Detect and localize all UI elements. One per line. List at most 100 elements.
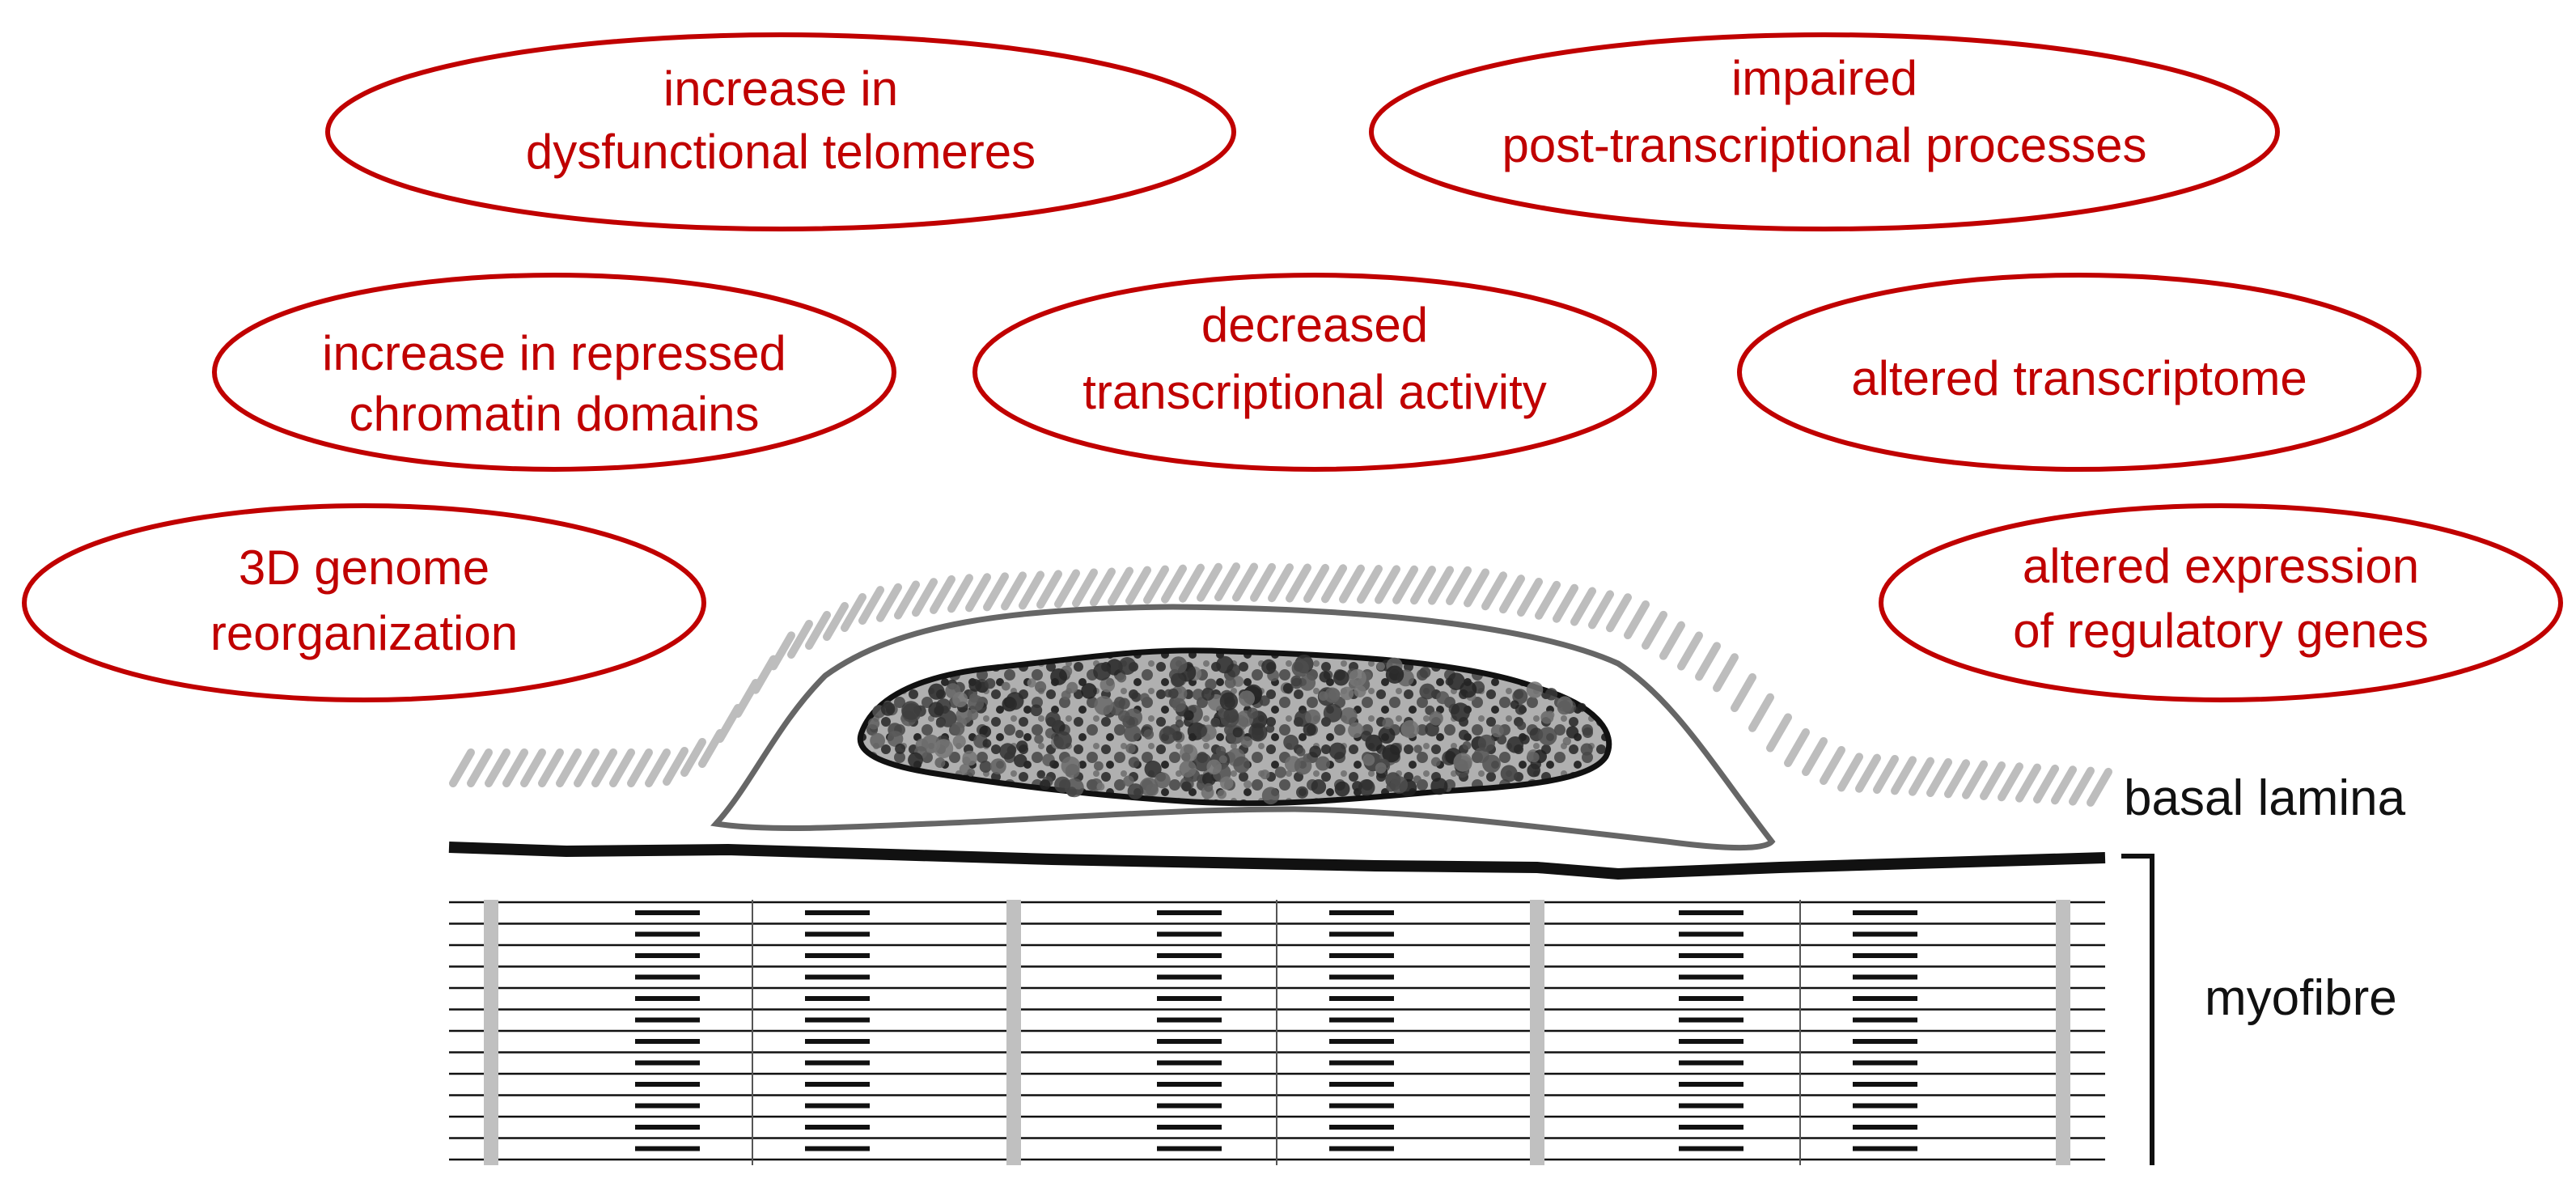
chromatin-dot <box>1580 743 1593 756</box>
chromatin-dot <box>1139 777 1159 796</box>
lamina-hatch <box>1375 565 1400 604</box>
chromatin-dot <box>1204 782 1214 792</box>
chromatin-dot <box>1118 698 1130 710</box>
lamina-hatch <box>1019 570 1044 610</box>
chromatin-dot <box>979 761 992 773</box>
chromatin-dot <box>1526 681 1544 698</box>
chromatin-dot <box>1220 776 1234 790</box>
z-band <box>2056 900 2070 1165</box>
chromatin-dot <box>1340 686 1354 701</box>
chromatin-dot <box>1497 734 1507 745</box>
lamina-hatch <box>1642 610 1667 650</box>
chromatin-dot <box>1510 700 1519 710</box>
chromatin-dot <box>1348 668 1366 687</box>
chromatin-dot <box>901 701 921 720</box>
chromatin-dot <box>1096 782 1105 791</box>
lamina-hatch <box>1321 564 1347 604</box>
lamina-hatch <box>1570 587 1596 626</box>
chromatin-dot <box>1477 734 1495 753</box>
chromatin-dot <box>1562 736 1572 746</box>
oval-text-line: dysfunctional telomeres <box>526 125 1036 179</box>
chromatin-dot <box>1179 760 1197 778</box>
lamina-hatch <box>841 593 866 632</box>
chromatin-dot <box>1035 681 1047 693</box>
chromatin-dot <box>1334 781 1350 797</box>
chromatin-dot <box>1577 702 1587 712</box>
chromatin-dot <box>1223 707 1239 723</box>
lamina-hatch <box>876 583 902 622</box>
chromatin-dot <box>952 691 968 708</box>
chromatin-dot <box>1328 742 1346 760</box>
lamina-hatch <box>1837 753 1863 792</box>
chromatin-dot <box>1015 729 1024 739</box>
chromatin-dot <box>985 678 996 689</box>
chromatin-dot <box>1205 678 1217 690</box>
lamina-hatch <box>947 574 973 613</box>
oval-shape <box>1879 503 2563 702</box>
lamina-hatch <box>1161 564 1187 604</box>
chromatin-dot <box>1382 717 1394 730</box>
chromatin-dot <box>1093 663 1112 681</box>
chromatin-dot <box>934 757 946 768</box>
lamina-hatch <box>1481 571 1507 611</box>
lamina-hatch <box>680 738 706 777</box>
chromatin-dot <box>1118 710 1130 723</box>
lamina-hatch <box>2015 763 2041 803</box>
chromatin-dot <box>1081 683 1097 699</box>
lamina-hatch <box>1108 566 1133 606</box>
chromatin-dot <box>1386 782 1396 792</box>
lamina-hatch <box>2033 764 2059 804</box>
chromatin-dot <box>1378 727 1396 744</box>
chromatin-dot <box>870 732 885 748</box>
chromatin-dot <box>1259 695 1270 706</box>
lamina-hatch <box>1731 673 1756 712</box>
chromatin-dot <box>1436 691 1450 705</box>
chromatin-dot <box>1260 770 1270 780</box>
chromatin-dot <box>1453 753 1472 772</box>
lamina-hatch <box>805 611 831 650</box>
oval-text-line: altered expression <box>2023 539 2419 593</box>
chromatin-dot <box>1375 762 1387 774</box>
chromatin-dot <box>1546 710 1555 719</box>
chromatin-dot <box>1348 722 1364 738</box>
chromatin-dot <box>962 750 977 766</box>
chromatin-dot <box>1328 689 1341 701</box>
chromatin-dot <box>1219 692 1239 710</box>
lamina-hatch <box>1535 580 1561 620</box>
chromatin-dot <box>1362 753 1375 766</box>
chromatin-dot <box>967 709 979 721</box>
chromatin-dot <box>1538 727 1557 746</box>
lamina-hatch <box>1197 562 1222 602</box>
lamina-hatch <box>467 748 493 787</box>
chromatin-dot <box>1139 693 1150 703</box>
chromatin-dot <box>1316 756 1330 771</box>
chromatin-dot <box>1171 698 1186 712</box>
chromatin-dot <box>1016 740 1028 753</box>
chromatin-dot <box>867 718 880 730</box>
chromatin-dot <box>1460 681 1477 698</box>
chromatin-dot <box>982 739 992 748</box>
chromatin-dot <box>1294 757 1312 775</box>
lamina-hatch <box>1446 566 1472 605</box>
lamina-hatch <box>1001 571 1027 611</box>
myofibre-bracket <box>2121 854 2154 1165</box>
lamina-hatch <box>1143 565 1169 604</box>
chromatin-dot <box>1006 692 1024 710</box>
chromatin-dot <box>1159 727 1177 744</box>
oval-text-line: transcriptional activity <box>1083 365 1547 419</box>
chromatin-dot <box>1131 692 1142 702</box>
chromatin-dot <box>1283 735 1299 750</box>
lamina-hatch <box>485 748 511 787</box>
lamina-hatch <box>894 580 920 620</box>
chromatin-dot <box>1094 696 1114 715</box>
lamina-hatch <box>787 620 813 659</box>
chromatin-dot <box>1400 720 1420 739</box>
lamina-hatch <box>609 748 635 787</box>
chromatin-dot <box>1425 722 1439 737</box>
lamina-hatch <box>1962 760 1988 799</box>
oval-text-line: increase in repressed <box>322 326 786 380</box>
lamina-hatch <box>858 586 884 625</box>
